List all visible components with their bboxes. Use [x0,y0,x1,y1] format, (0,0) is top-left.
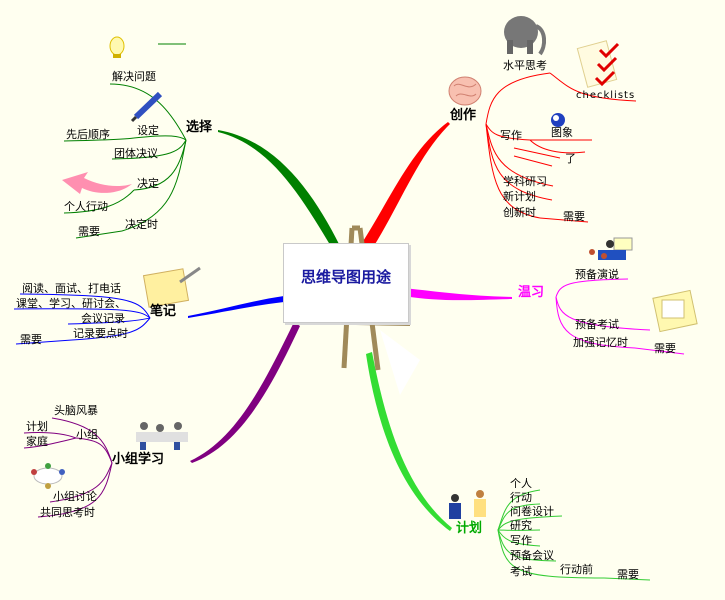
node-personal-action: 个人行动 [64,200,108,213]
notes-paper-icon [652,289,698,333]
node-think-together: 共同思考时 [40,506,95,519]
node-image: 图象 [551,126,573,139]
node-exam: 考试 [510,565,532,578]
checkmarks-icon [576,40,620,88]
node-create-need: 需要 [563,210,585,223]
node-group-discussion: 小组讨论 [53,490,97,503]
branch-choose [218,130,340,248]
branch-plan [366,352,452,531]
node-when-deciding: 决定时 [125,218,158,231]
arrow-icon [62,172,132,194]
node-prepare-speech: 预备演说 [575,268,619,281]
node-questionnaire: 问卷设计 [510,505,554,518]
node-family: 家庭 [26,435,48,448]
lightbulb-icon [109,36,125,58]
node-plan-writing: 写作 [510,534,532,547]
node-group-plan: 计划 [26,420,48,433]
easel-shadow [380,330,420,395]
node-research: 研究 [510,519,532,532]
node-reading-interview: 阅读、面试、打电话 [22,282,121,295]
elephant-icon [504,16,547,56]
node-action: 行动 [510,491,532,504]
node-record-points: 记录要点时 [73,327,128,340]
node-before-action: 行动前 [560,563,593,576]
node-notes-need: 需要 [20,333,42,346]
node-prepare-exam: 预备考试 [575,318,619,331]
branch-title-notes: 笔记 [150,304,177,319]
node-lateral-thinking: 水平思考 [503,59,547,72]
node-brainstorm: 头脑风暴 [54,404,98,417]
node-decide: 决定 [137,177,159,190]
branch-title-create: 创作 [450,108,477,123]
node-priority: 先后顺序 [66,128,110,141]
round-table-icon [31,463,65,489]
branch-create [360,122,450,249]
node-checklists: checklists [576,90,636,101]
branch-title-review: 温习 [518,285,545,300]
branch-title-plan: 计划 [456,521,483,536]
node-class-study: 课堂、学习、研讨会、 [16,297,126,310]
group-meeting-icon [136,422,188,450]
node-new-plan: 新计划 [503,190,536,203]
branch-title-choose: 选择 [186,120,213,135]
pen-icon [130,91,163,123]
branch-group [190,322,300,463]
node-subject-study: 学科研习 [503,175,547,188]
center-title: 思维导图用途 [300,268,391,286]
globe-icon [551,113,565,127]
branch-review [404,288,512,301]
note-pad-icon [142,266,201,308]
node-plan-need: 需要 [617,568,639,581]
node-personal: 个人 [510,477,532,490]
node-prepare-meeting: 预备会议 [510,549,554,562]
node-choose-need: 需要 [78,225,100,238]
node-small-group: 小组 [76,428,98,441]
node-group-decision: 团体决议 [114,147,158,160]
node-when-innovating: 创新时 [503,206,536,219]
branch-notes [188,296,284,318]
node-writing: 写作 [500,129,522,142]
node-review-need: 需要 [654,342,676,355]
planners-icon [449,490,486,519]
node-strengthen-memory: 加强记忆时 [573,336,628,349]
node-meeting-record: 会议记录 [81,312,125,325]
brain-icon [448,76,482,106]
presenter-icon [589,237,633,260]
node-set: 设定 [137,124,159,137]
branch-title-group: 小组学习 [112,452,165,467]
node-solve-problem: 解决问题 [112,70,156,83]
center-board: 思维导图用途 [283,243,409,323]
node-le: 了 [565,152,576,165]
